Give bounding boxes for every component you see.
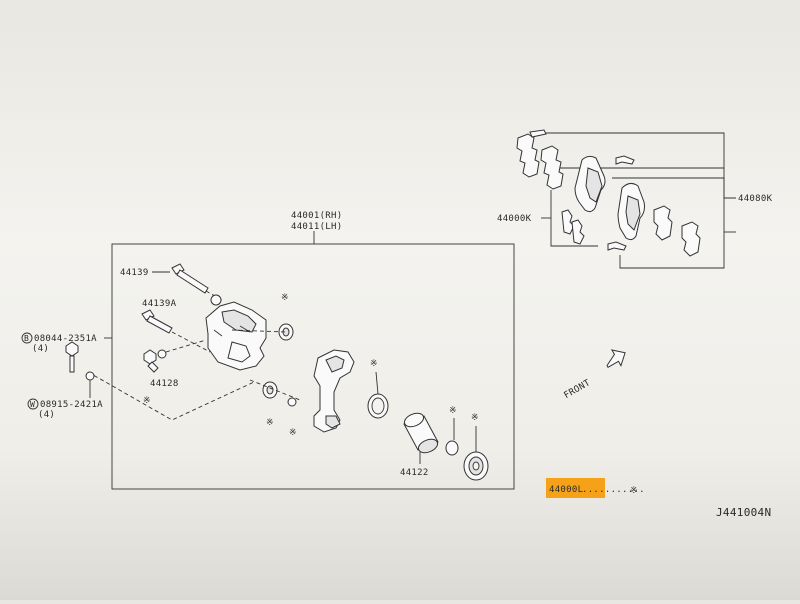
boot-axis-lower (249, 379, 301, 401)
pad-1-friction (585, 167, 603, 203)
pad-shim-bottom (607, 241, 627, 251)
pin-boot-upper (278, 323, 294, 341)
bolt-circle-marker (21, 332, 33, 344)
pad-kit-group (516, 129, 736, 269)
pin-bolt (171, 263, 209, 294)
pad-2-friction (625, 195, 641, 231)
pad-kit-label: 44080K (738, 194, 773, 204)
bolt-qty-label: (4) (32, 344, 49, 354)
diagram-id: J441004N (716, 506, 771, 519)
pad-shim-top (615, 155, 635, 165)
caliper-rh-label: 44001(RH) (291, 211, 342, 221)
o-ring-star: ※ (449, 406, 457, 416)
caliper-bleeder-boss (210, 294, 222, 306)
piston-label: 44122 (400, 468, 429, 478)
anti-rattle-clip-1 (516, 133, 540, 178)
front-label: FRONT (563, 378, 593, 401)
boot-axis-upper (231, 329, 287, 333)
bolt-circle-letter: B (24, 334, 29, 343)
anti-rattle-clip-2 (540, 145, 564, 190)
front-indicator: FRONT (563, 349, 626, 401)
pad-kit-bracket-top (540, 132, 725, 169)
bleeder-axis (165, 339, 207, 353)
pin-bolt-a (141, 309, 173, 334)
pin-bolt-label: 44139 (120, 268, 149, 278)
seal-kit-star: ※ (630, 486, 638, 496)
pin-sleeve (287, 397, 297, 407)
piston-seal (367, 393, 389, 419)
bolt-ref-label: 08044-2351A (34, 334, 97, 344)
seal-leader (375, 371, 379, 395)
washer (85, 371, 95, 381)
piston (403, 412, 439, 454)
boot-lower-star: ※ (266, 418, 274, 428)
pin-bolt-a-axis (171, 331, 211, 353)
pad-shim-2 (681, 221, 701, 257)
bleeder-screw (143, 349, 167, 373)
hardware-kit-label: 44000K (497, 214, 532, 224)
hardware-clip-2 (571, 219, 585, 245)
caliper-lh-label: 44011(LH) (291, 222, 342, 232)
sleeve-star: ※ (289, 428, 297, 438)
piston-o-ring (445, 440, 459, 456)
caliper-assembly-box (111, 243, 515, 490)
dust-boot-star: ※ (471, 413, 479, 423)
washer-reference: W 08915-2421A (4) (27, 398, 103, 420)
pad-kit-bracket-mid (723, 168, 736, 199)
front-arrow-icon (606, 349, 626, 368)
washer-circle-letter: W (30, 400, 35, 409)
bolt-reference: B 08044-2351A (4) (21, 332, 112, 354)
pin-bolt-a-label: 44139A (142, 299, 177, 309)
washer-circle-marker (27, 398, 39, 410)
boot-upper-star: ※ (281, 293, 289, 303)
seal-kit-dots: ........... (582, 485, 645, 495)
pad-kit-bracket-lower (612, 177, 725, 269)
seal-star: ※ (370, 359, 378, 369)
pad-shim-1 (653, 205, 673, 241)
washer-ref-label: 08915-2421A (40, 400, 103, 410)
piston-dust-boot (463, 451, 489, 481)
seal-kit-highlight (546, 478, 605, 498)
mounting-bolt (65, 341, 79, 373)
hardware-kit-bracket (550, 190, 598, 247)
bleeder-label: 44128 (150, 379, 179, 389)
torque-bracket (313, 349, 355, 433)
washer-qty-label: (4) (38, 410, 55, 420)
clip-tab-1 (529, 129, 547, 138)
pin-boot-lower (262, 381, 278, 399)
caliper-body (205, 294, 267, 371)
seal-kit-label: 44000L (549, 485, 583, 495)
bleeder-star: ※ (143, 396, 151, 406)
mounting-dashed-line (87, 371, 255, 421)
